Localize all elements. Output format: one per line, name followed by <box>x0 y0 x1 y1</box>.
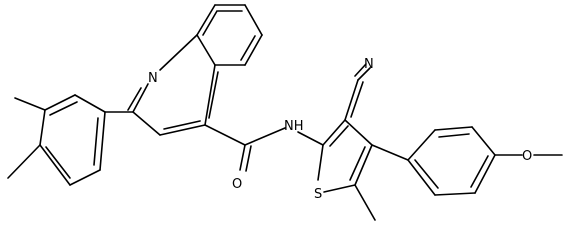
thiophene-methyl-bond <box>354 184 376 221</box>
amide-oxygen-label: O <box>232 177 242 192</box>
quinoline-pyridine-ring <box>127 34 219 136</box>
amide-group <box>204 124 324 172</box>
thiophene-ring <box>317 119 373 193</box>
methoxyphenyl-ring <box>371 126 563 196</box>
methoxy-oxygen-label: O <box>522 149 532 164</box>
dimethylphenyl-ring <box>7 94 134 186</box>
quinoline-benzo-ring <box>196 4 263 66</box>
amide-nh-label: NH <box>284 119 304 134</box>
nitrile-nitrogen-label: N <box>364 57 374 72</box>
thiophene-sulfur-label: S <box>314 187 322 202</box>
quinoline-nitrogen-label: N <box>148 71 158 86</box>
nitrile-group <box>344 63 371 121</box>
